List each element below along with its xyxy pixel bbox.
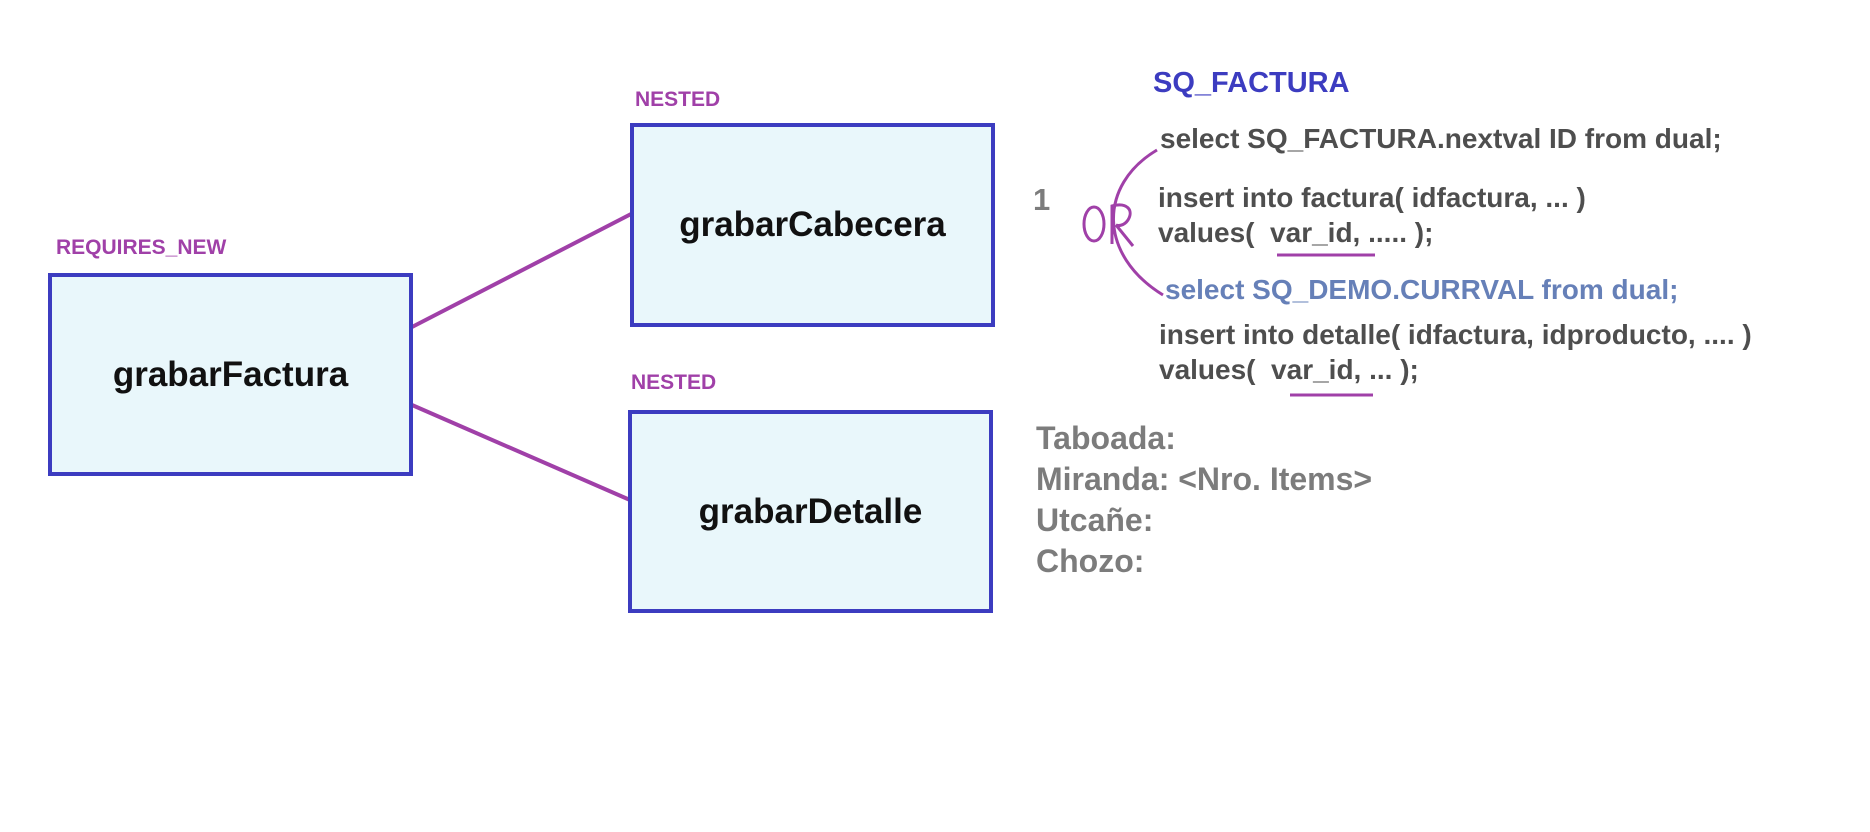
connector-factura-detalle xyxy=(411,403,631,502)
name-miranda: Miranda: <Nro. Items> xyxy=(1036,461,1373,497)
factura-propagation-tag: REQUIRES_NEW xyxy=(56,236,227,259)
grabar-detalle-box: grabarDetalle xyxy=(628,410,993,613)
name-chozo: Chozo: xyxy=(1036,543,1145,579)
sql-select-nextval: select SQ_FACTURA.nextval ID from dual; xyxy=(1160,123,1722,154)
sequence-title: SQ_FACTURA xyxy=(1153,67,1350,99)
sql-insert-factura-values: values( var_id, ..... ); xyxy=(1158,217,1434,248)
sql-insert-detalle-values: values( var_id, ... ); xyxy=(1159,354,1419,385)
grabar-cabecera-box: grabarCabecera xyxy=(630,123,995,327)
handwritten-or-note xyxy=(1082,203,1135,247)
grabar-factura-box: grabarFactura xyxy=(48,273,413,476)
cabecera-propagation-tag: NESTED xyxy=(635,88,721,111)
grabar-cabecera-label: grabarCabecera xyxy=(679,205,946,244)
name-utcane: Utcañe: xyxy=(1036,502,1154,538)
step-number: 1 xyxy=(1033,182,1051,217)
handwritten-bracket xyxy=(1112,148,1164,297)
sql-insert-factura-columns: insert into factura( idfactura, ... ) xyxy=(1158,182,1586,213)
sql-select-currval: select SQ_DEMO.CURRVAL from dual; xyxy=(1165,274,1679,305)
connector-factura-cabecera xyxy=(411,211,634,329)
grabar-detalle-label: grabarDetalle xyxy=(698,491,923,531)
name-taboada: Taboada: xyxy=(1036,420,1176,456)
detalle-propagation-tag: NESTED xyxy=(631,371,717,394)
sql-insert-detalle-columns: insert into detalle( idfactura, idproduc… xyxy=(1159,319,1752,350)
grabar-factura-label: grabarFactura xyxy=(112,354,349,394)
names-list: Taboada: Miranda: <Nro. Items> Utcañe: C… xyxy=(1036,418,1372,582)
